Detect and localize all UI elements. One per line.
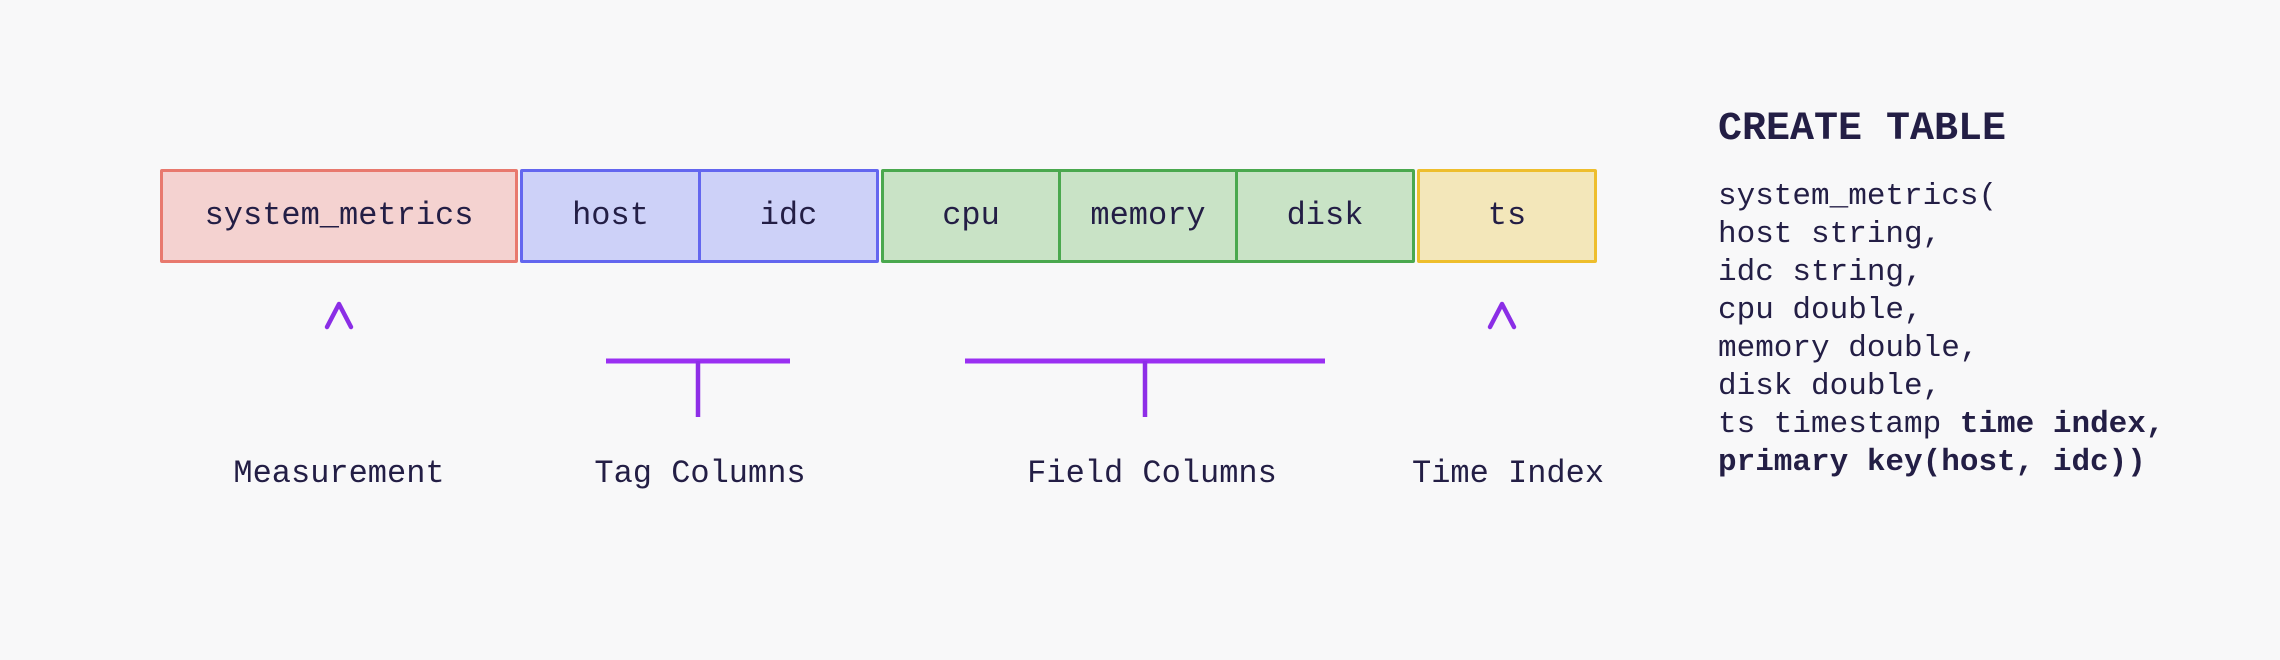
table-model-row: system_metrics host idc cpu memory disk … [160,169,1597,263]
cell-measurement: system_metrics [204,197,474,234]
sql-line: system_metrics( [1718,178,2164,216]
cell-cpu: cpu [942,197,1000,234]
sql-title: CREATE TABLE [1718,107,2007,152]
time-index-arrow-icon [1487,301,1517,411]
label-field-columns: Field Columns [1027,455,1277,492]
label-time-index: Time Index [1411,455,1605,492]
cell-host: host [572,197,649,234]
cell-idc: idc [698,172,876,260]
label-measurement: Measurement [233,455,445,492]
sql-line: ts timestamp time index, [1718,406,2164,444]
cell-disk: disk [1235,172,1412,260]
sql-text-bold: primary key(host, idc)) [1718,445,2146,480]
tag-columns-group: host idc [520,169,879,263]
sql-text: system_metrics( [1718,179,1998,214]
sql-line: primary key(host, idc)) [1718,444,2164,482]
cell-ts: ts [1487,197,1527,234]
sql-text: idc string, [1718,255,1923,290]
sql-line: host string, [1718,216,2164,254]
sql-text: cpu double, [1718,293,1923,328]
field-columns-group: cpu memory disk [881,169,1415,263]
sql-text: memory double, [1718,331,1979,366]
sql-text: ts timestamp [1718,407,1960,442]
sql-line: memory double, [1718,330,2164,368]
sql-line: idc string, [1718,254,2164,292]
measurement-arrow-icon [324,301,354,411]
field-columns-bracket-icon [965,301,1325,417]
cell-memory: memory [1058,172,1235,260]
measurement-box: system_metrics [160,169,518,263]
sql-text: disk double, [1718,369,1942,404]
tag-columns-bracket-icon [606,301,790,417]
label-tag-columns: Tag Columns [594,455,806,492]
sql-line: disk double, [1718,368,2164,406]
time-index-box: ts [1417,169,1597,263]
sql-line: cpu double, [1718,292,2164,330]
sql-snippet: CREATE TABLE system_metrics( host string… [1718,106,2164,482]
sql-text: host string, [1718,217,1942,252]
sql-text-bold: time index, [1959,407,2165,442]
